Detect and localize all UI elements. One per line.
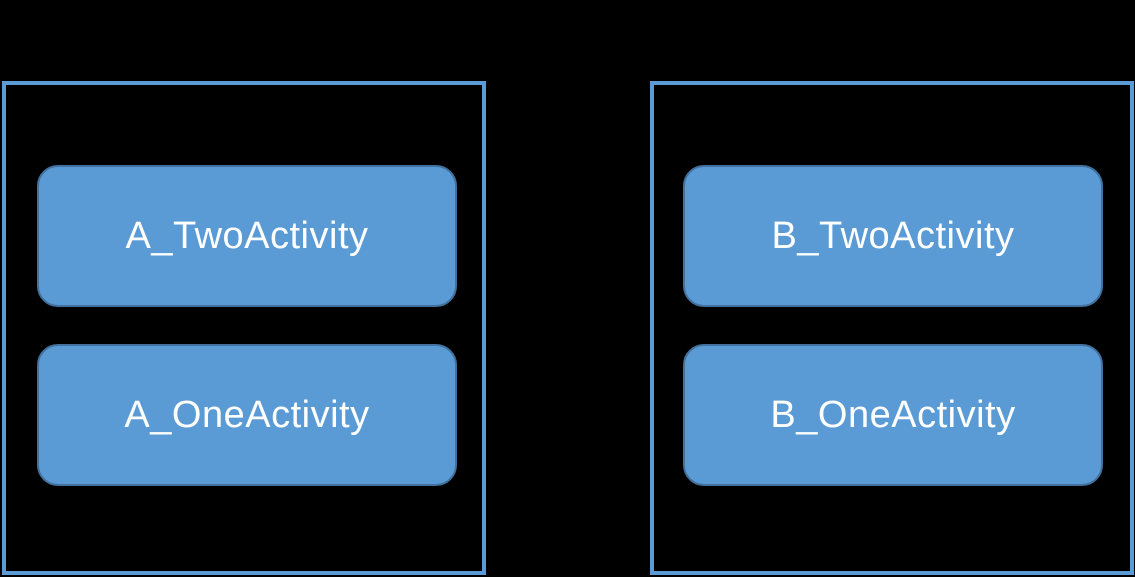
activity-label: A_OneActivity bbox=[124, 393, 370, 436]
activity-label: A_TwoActivity bbox=[125, 214, 369, 257]
activity-label: B_TwoActivity bbox=[771, 214, 1015, 257]
activity-card-b-one: B_OneActivity bbox=[683, 344, 1103, 486]
activity-card-a-two: A_TwoActivity bbox=[37, 165, 457, 307]
activity-card-b-two: B_TwoActivity bbox=[683, 165, 1103, 307]
task-stack-b: B_TwoActivity B_OneActivity bbox=[650, 81, 1134, 575]
task-stack-a: A_TwoActivity A_OneActivity bbox=[2, 81, 486, 575]
activity-card-a-one: A_OneActivity bbox=[37, 344, 457, 486]
activity-label: B_OneActivity bbox=[770, 393, 1016, 436]
